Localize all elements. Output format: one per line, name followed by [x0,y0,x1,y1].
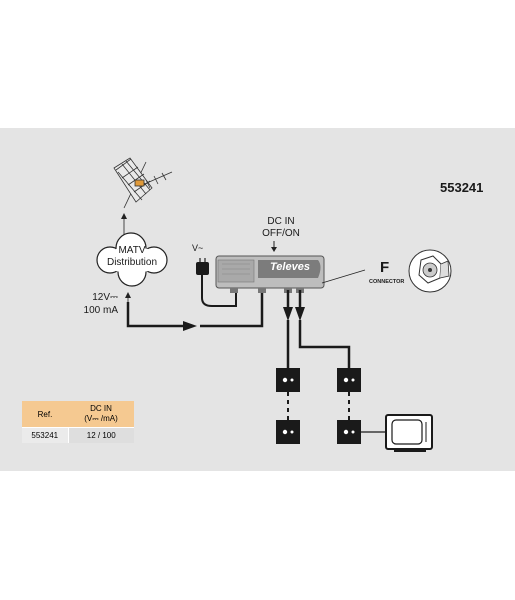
dashed-links [287,392,350,420]
wall-outlet-1 [276,368,300,392]
matv-line1: MATV [118,245,146,256]
wall-outlet-3 [276,420,300,444]
table-header-row: Ref. DC IN (V⎓ /mA) [22,401,134,428]
product-ref-number: 553241 [440,180,484,195]
dc-in-label: DC IN OFF/ON [253,216,309,240]
feed-line [126,288,264,328]
header-ref: Ref. [22,401,68,428]
matv-line2: Distribution [106,257,158,268]
output-lines [286,290,351,368]
voltage-line1: 12V⎓ [92,292,118,303]
ref-table: Ref. DC IN (V⎓ /mA) 553241 12 / 100 [22,401,134,443]
diagram-panel: 553241 DC IN OFF/ON MATV Distribution V~… [0,128,515,471]
dcin-arrow [271,241,277,252]
output-arrow-1 [283,307,293,321]
header-dcin-line1: DC IN [90,404,112,413]
voltage-line2: 100 mA [83,305,118,316]
cell-value: 12 / 100 [67,427,134,443]
antenna-icon [113,157,173,209]
table-row: 553241 12 / 100 [22,427,134,443]
connector-letter: F [380,259,390,276]
wall-outlet-4 [337,420,361,444]
header-dcin: DC IN (V⎓ /mA) [68,401,134,428]
connector-label: CONNECTOR [369,279,405,285]
wall-outlet-2 [337,368,361,392]
amplifier [215,255,325,293]
header-dcin-line2: (V⎓ /mA) [84,414,118,423]
output-arrow-2 [295,307,305,321]
dc-in-line1: DC IN [267,216,295,227]
matv-cloud [96,232,168,287]
diagram-canvas [96,157,452,452]
tv-icon [385,414,433,452]
f-connector-icon [408,249,452,293]
dc-in-line2: OFF/ON [262,228,300,239]
voltage-label: 12V⎓ 100 mA [70,291,118,317]
plug-icon [196,258,237,307]
cell-ref: 553241 [22,427,68,443]
power-symbol: V~ [192,243,204,253]
brand-logo: Televes [270,261,310,273]
feed-arrow [183,321,197,331]
matv-label: MATV Distribution [102,245,162,269]
connector-leader [321,269,366,284]
